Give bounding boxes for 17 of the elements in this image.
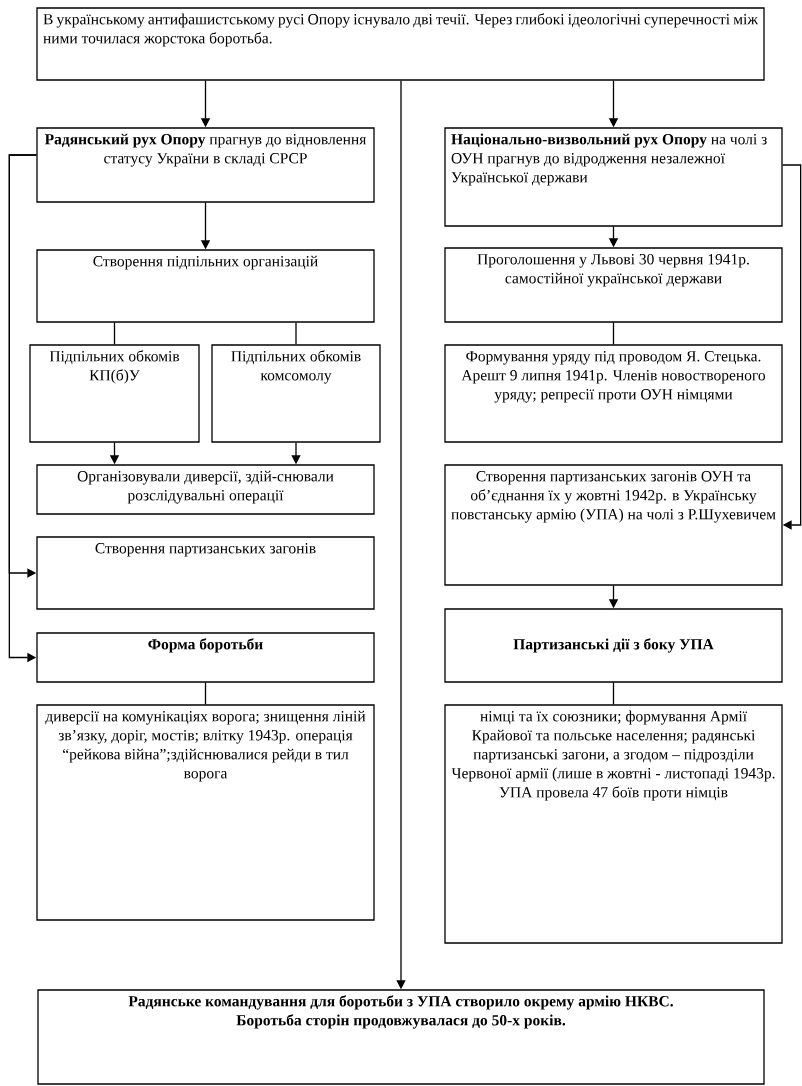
text-box: німці та їх союзники; формування Армії Крайової та польське населення; радянські партизанські загони, а згодом – підрозділи Червоної армії (лише в жовтні - листопаді 1943р. УПА провела 47 боїв проти німців xyxy=(444,704,783,944)
heading-box: Партизанські дії з боку УПА xyxy=(444,608,783,683)
process-box: Організовували диверсії, здій-снювали розслідувальні операції xyxy=(36,464,375,515)
process-box: Створення партизанських загонів ОУН та об’єднання їх у жовтні 1942р. в Українську повстанську армію (УПА) на чолі з Р.Шухевичем xyxy=(444,464,783,586)
heading-box: Форма боротьби xyxy=(36,632,375,683)
summary-box: В українському антифашистському русі Опору існувало дві течії. Через глибокі ідеологічні суперечності між ними точилася жорстока боротьба. xyxy=(36,7,765,81)
process-box: Проголошення у Львові 30 червня 1941р. самостійної української держави xyxy=(444,247,783,323)
process-box: Підпільних обкомів комсомолу xyxy=(211,344,381,443)
process-box: Національно-визвольний рух Опору на чолі з ОУН прагнув до відродження незалежної Української держави xyxy=(444,127,783,227)
process-box: Формування уряду під проводом Я. Стецька. Арешт 9 липня 1941р. Членів новоствореного уряду; репресії проти ОУН німцями xyxy=(444,344,783,443)
process-box: Підпільних обкомів КП(б)У xyxy=(29,344,200,443)
process-box: Радянський рух Опору прагнув до відновлення статусу України в складі СРСР xyxy=(36,127,375,203)
text-box: диверсії на комунікаціях ворога; знищення ліній зв’язку, доріг, мостів; влітку 1943р. операція “рейкова війна”;здійснювалися рейди в тил ворога xyxy=(36,704,375,921)
arrow xyxy=(782,164,802,530)
summary-box: Радянське командування для боротьби з УПА створило окрему армію НКВС. Боротьба сторін продовжувалася до 50-х років. xyxy=(37,989,765,1085)
process-box: Створення партизанських загонів xyxy=(36,536,375,610)
process-box: Створення підпільних організацій xyxy=(36,249,375,323)
